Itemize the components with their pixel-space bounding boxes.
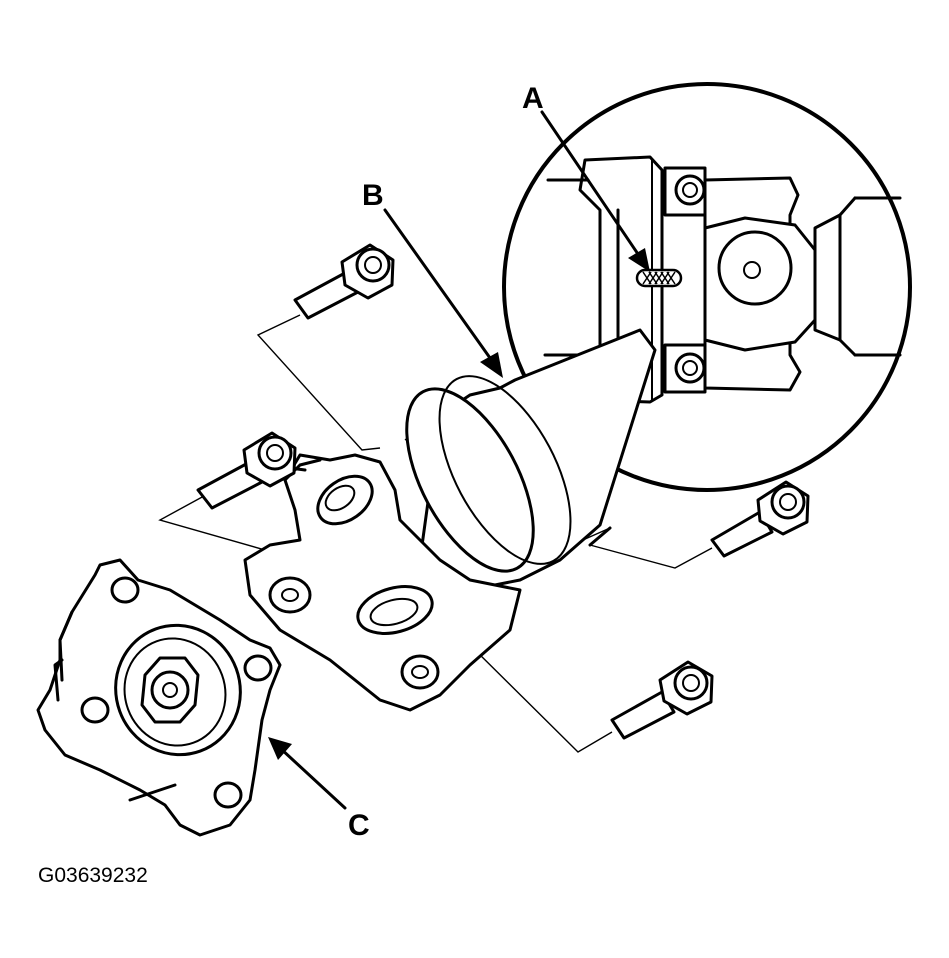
flange-bolt-1 bbox=[293, 243, 395, 320]
callout-arrow-c bbox=[268, 737, 347, 810]
companion-flange bbox=[36, 558, 282, 837]
flange-bolt-4 bbox=[610, 660, 714, 740]
figure-id: G03639232 bbox=[38, 864, 148, 887]
callout-label-b: B bbox=[362, 179, 384, 212]
callout-label-a: A bbox=[522, 82, 544, 115]
yoke-flange bbox=[243, 453, 522, 712]
flange-bolt-2 bbox=[196, 431, 297, 510]
callout-arrow-a bbox=[540, 110, 650, 272]
alignment-mark bbox=[635, 268, 683, 288]
callout-label-c: C bbox=[348, 809, 370, 842]
callout-arrow-b bbox=[383, 208, 503, 378]
flange-bolt-3 bbox=[710, 480, 810, 558]
